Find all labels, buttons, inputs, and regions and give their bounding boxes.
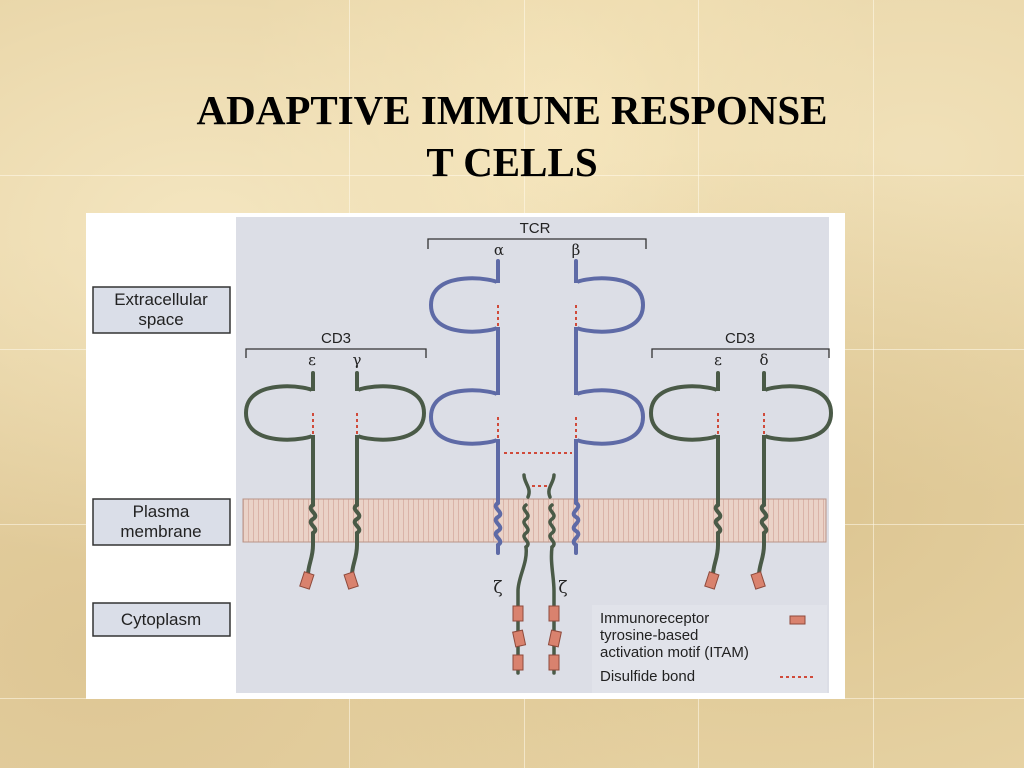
cd3-left-epsilon-label: ε xyxy=(308,351,316,369)
slide-title-line-2: T CELLS xyxy=(426,139,598,185)
slide-title-line-1: ADAPTIVE IMMUNE RESPONSE xyxy=(196,87,828,133)
disulfide-bonds xyxy=(312,305,765,487)
itam-zeta-right-2 xyxy=(547,629,562,648)
legend-itam-line-2: tyrosine-based xyxy=(600,627,698,644)
tcr-cd3-diagram: Extracellular space Plasma membrane Cyto… xyxy=(86,213,845,699)
legend-itam-line-3: activation motif (ITAM) xyxy=(600,644,749,661)
cd3-right-bracket xyxy=(651,348,830,358)
cd3-right-label: CD3 xyxy=(725,330,755,347)
itam-cd3-right-delta xyxy=(750,571,766,590)
itam-zeta-left-3 xyxy=(512,654,524,671)
legend-itam-swatch xyxy=(789,615,806,625)
zeta-chain-right xyxy=(547,473,556,675)
slide-title: ADAPTIVE IMMUNE RESPONSE T CELLS xyxy=(0,84,1024,188)
extracellular-label-box: Extracellular space xyxy=(92,286,231,334)
zeta-right-label: ζ xyxy=(558,578,567,598)
legend-disulfide-label: Disulfide bond xyxy=(600,668,695,685)
tcr-bracket xyxy=(427,238,647,249)
itam-motifs xyxy=(299,571,766,671)
zeta-left-label: ζ xyxy=(493,578,502,598)
cytoplasm-label: Cytoplasm xyxy=(121,610,201,629)
plasma-membrane-label-line-1: Plasma xyxy=(133,502,190,521)
cd3-right-epsilon-chain xyxy=(648,371,723,577)
itam-zeta-right-3 xyxy=(548,654,560,671)
extracellular-label-line-2: space xyxy=(138,310,183,329)
cd3-left-bracket xyxy=(245,348,427,358)
plasma-membrane-label-line-2: membrane xyxy=(120,522,201,541)
tcr-alpha-label: α xyxy=(494,241,504,259)
itam-zeta-right-1 xyxy=(548,605,560,622)
cd3-left-epsilon-chain xyxy=(243,371,318,577)
cd3-left-label: CD3 xyxy=(321,330,351,347)
legend: Immunoreceptor tyrosine-based activation… xyxy=(592,605,827,693)
tcr-alpha-chain xyxy=(428,259,503,555)
tcr-beta-chain xyxy=(571,259,646,555)
tcr-label: TCR xyxy=(520,220,551,237)
itam-zeta-left-2 xyxy=(512,629,527,648)
plasma-membrane-label-box: Plasma membrane xyxy=(92,498,231,546)
cytoplasm-label-box: Cytoplasm xyxy=(92,602,231,637)
diagram-canvas: Extracellular space Plasma membrane Cyto… xyxy=(92,217,834,693)
itam-cd3-left-gamma xyxy=(343,571,359,590)
itam-zeta-left-1 xyxy=(512,605,524,622)
legend-itam-line-1: Immunoreceptor xyxy=(600,610,709,627)
legend-box xyxy=(592,605,827,693)
zeta-chain-left xyxy=(516,473,531,675)
plasma-membrane-band xyxy=(242,498,827,543)
itam-cd3-right-epsilon xyxy=(704,571,720,590)
cd3-right-epsilon-label: ε xyxy=(714,351,722,369)
cd3-right-delta-label: δ xyxy=(759,351,768,369)
tcr-beta-label: β xyxy=(572,241,581,259)
itam-cd3-left-epsilon xyxy=(299,571,315,590)
extracellular-label-line-1: Extracellular xyxy=(114,290,208,309)
cd3-left-gamma-label: γ xyxy=(353,351,362,369)
